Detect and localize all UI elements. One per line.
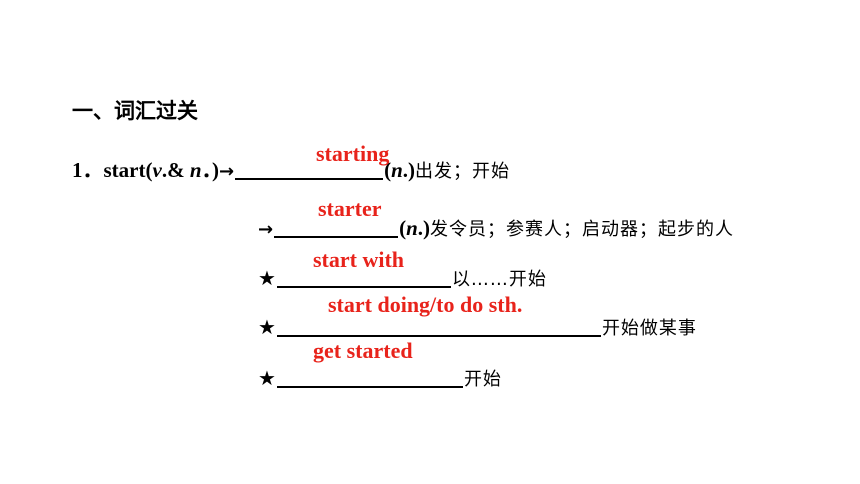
blank-line: [276, 315, 601, 337]
blank-line: [235, 158, 384, 180]
meaning: 发令员；参赛人；启动器；起步的人: [430, 219, 735, 240]
blank-line: [276, 366, 463, 388]
pos-noun: n: [189, 158, 202, 182]
star-icon: ★: [258, 266, 276, 290]
blank-line: [276, 266, 451, 288]
paren-close: .): [402, 158, 416, 182]
answer-get-started: get started: [313, 338, 413, 363]
paren-open: (: [384, 158, 392, 182]
vocab-line-1: 1．start(v.& n．)→(n.)出发；开始: [72, 156, 510, 186]
headword: start(: [103, 158, 153, 182]
star-icon: ★: [258, 315, 276, 339]
answer-start-doing: start doing/to do sth.: [328, 292, 523, 317]
paren-open: (: [399, 216, 407, 240]
arrow-icon: →: [258, 219, 274, 240]
answer-start-with: start with: [313, 247, 405, 272]
paren-noun: n: [391, 158, 403, 182]
meaning: 开始做某事: [601, 318, 697, 339]
blank-line: [274, 216, 399, 238]
meaning: 出发；开始: [415, 161, 511, 182]
vocab-line-4: ★ 开始做某事: [258, 313, 697, 343]
vocab-line-3: ★ 以……开始: [258, 264, 547, 294]
pos-sep: .&: [161, 158, 190, 182]
vocab-line-5: ★ 开始: [258, 364, 502, 394]
meaning: 以……开始: [451, 269, 547, 290]
star-icon: ★: [258, 366, 276, 390]
pos-verb: v: [152, 158, 162, 182]
arrow-icon: →: [219, 161, 235, 182]
vocab-line-2: → (n.)发令员；参赛人；启动器；起步的人: [258, 214, 734, 244]
answer-starter: starter: [318, 196, 382, 221]
answer-starting: starting: [316, 141, 390, 166]
section-heading: 一、词汇过关: [72, 99, 198, 123]
paren-close: .): [417, 216, 431, 240]
pos-close: ．): [201, 158, 220, 182]
paren-noun: n: [406, 216, 418, 240]
meaning: 开始: [463, 369, 502, 390]
item-number: 1．: [72, 158, 104, 182]
